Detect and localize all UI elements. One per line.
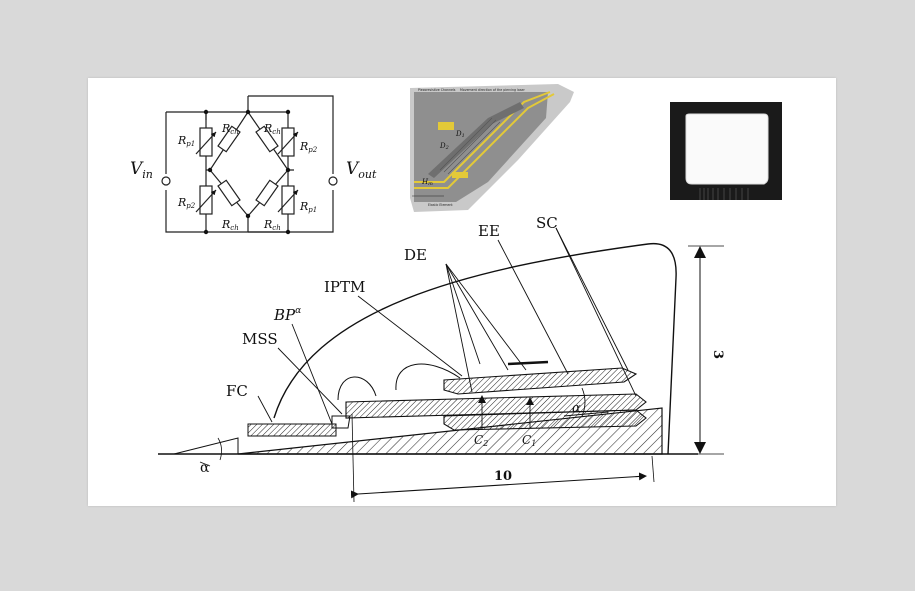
figure-card: Vin Vout Rp1 Rp2 Rp2 Rp1 Rch Rch Rch Rch… bbox=[88, 78, 836, 506]
label-bp: BPα bbox=[273, 306, 301, 324]
r-ch-label-3: Rch bbox=[221, 218, 239, 232]
sensor-label-d1: D1 bbox=[455, 130, 465, 139]
sensor-render: Piezoresistive Channels Movement directi… bbox=[410, 84, 574, 212]
r-ch-label-2: Rch bbox=[263, 122, 281, 136]
frame-icon bbox=[670, 102, 782, 200]
r-p2-label-right: Rp2 bbox=[299, 140, 318, 154]
sensor-label-d2: D2 bbox=[439, 142, 449, 151]
v-out-label: Vout bbox=[346, 159, 377, 181]
r-ch-label-1: Rch bbox=[221, 122, 239, 136]
v-in-label: Vin bbox=[130, 159, 153, 181]
label-fc: FC bbox=[226, 382, 248, 400]
r-ch-label-4: Rch bbox=[263, 218, 281, 232]
bridge-nodes bbox=[203, 109, 291, 235]
label-sc: SC bbox=[536, 214, 558, 232]
label-mss: MSS bbox=[242, 330, 278, 348]
sensor-label-h: Hm bbox=[421, 178, 433, 187]
label-c2: C2 bbox=[474, 433, 488, 448]
sensor-label-direction: Movement direction of the piercing laser bbox=[460, 88, 525, 92]
technical-drawing bbox=[158, 227, 724, 503]
label-ee: EE bbox=[478, 222, 500, 240]
dimension-length: 10 bbox=[494, 469, 512, 484]
sensor-label-base: Elastic Element bbox=[428, 203, 453, 207]
r-p1-label-top: Rp1 bbox=[177, 134, 195, 148]
r-p1-label-bottom: Rp1 bbox=[299, 200, 317, 214]
label-alpha-right: α bbox=[572, 401, 581, 416]
label-de: DE bbox=[404, 246, 427, 264]
sensor-label-channels: Piezoresistive Channels bbox=[418, 88, 456, 92]
r-p2-label-left: Rp2 bbox=[177, 196, 196, 210]
label-c1: C1 bbox=[522, 433, 536, 448]
label-iptm: IPTM bbox=[324, 278, 365, 296]
dimension-height: 3 bbox=[710, 350, 725, 359]
label-alpha-left: α bbox=[200, 460, 210, 476]
